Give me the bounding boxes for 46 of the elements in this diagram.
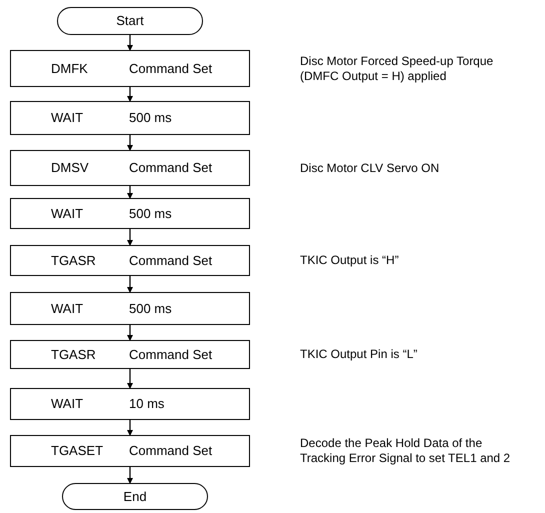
arrow [127, 35, 133, 51]
node-label: End [123, 488, 147, 506]
node-label: WAIT [51, 300, 84, 318]
arrow [127, 87, 133, 102]
node-label: 10 ms [129, 395, 164, 414]
process-box [10, 388, 250, 420]
node-label: TGASET [51, 442, 104, 460]
node-label: Command Set [129, 60, 212, 78]
node-label: Command Set [129, 252, 212, 270]
process-box [10, 150, 250, 186]
annotation: TKIC Output Pin is “L” [300, 346, 418, 363]
process-box [10, 245, 250, 276]
arrow [127, 369, 133, 389]
arrow [127, 135, 133, 151]
annotation: Disc Motor Forced Speed-up Torque (DMFC Output = H) applied [300, 52, 494, 84]
arrow [127, 276, 133, 293]
process-box [10, 50, 250, 87]
arrow [127, 186, 133, 199]
node-label: Command Set [129, 346, 212, 364]
node-label: 500 ms [129, 204, 172, 223]
process-box [10, 340, 250, 369]
process-box [10, 198, 250, 229]
annotation: TKIC Output is “H” [300, 252, 400, 269]
process-box [10, 292, 250, 325]
arrow [127, 420, 133, 436]
process-box [10, 435, 250, 467]
node-label: WAIT [51, 109, 84, 128]
node-label: WAIT [51, 204, 84, 223]
process-box [10, 101, 250, 135]
node-label: Command Set [129, 442, 212, 460]
node-label: DMSV [51, 159, 89, 178]
node-label: TGASR [51, 252, 96, 270]
arrow [127, 229, 133, 246]
annotation: Decode the Peak Hold Data of the Tracking Error Signal to set TEL1 and 2 [300, 435, 512, 467]
node-label: 500 ms [129, 109, 172, 128]
terminator-box [57, 7, 203, 35]
terminator-box [62, 483, 208, 510]
node-label: Command Set [129, 159, 212, 178]
arrow [127, 467, 133, 484]
node-label: TGASR [51, 346, 96, 364]
node-label: Start [116, 12, 144, 30]
node-label: WAIT [51, 395, 84, 414]
annotation: Disc Motor CLV Servo ON [300, 160, 440, 176]
node-label: DMFK [51, 60, 88, 78]
node-label: 500 ms [129, 300, 172, 318]
arrow [127, 325, 133, 341]
